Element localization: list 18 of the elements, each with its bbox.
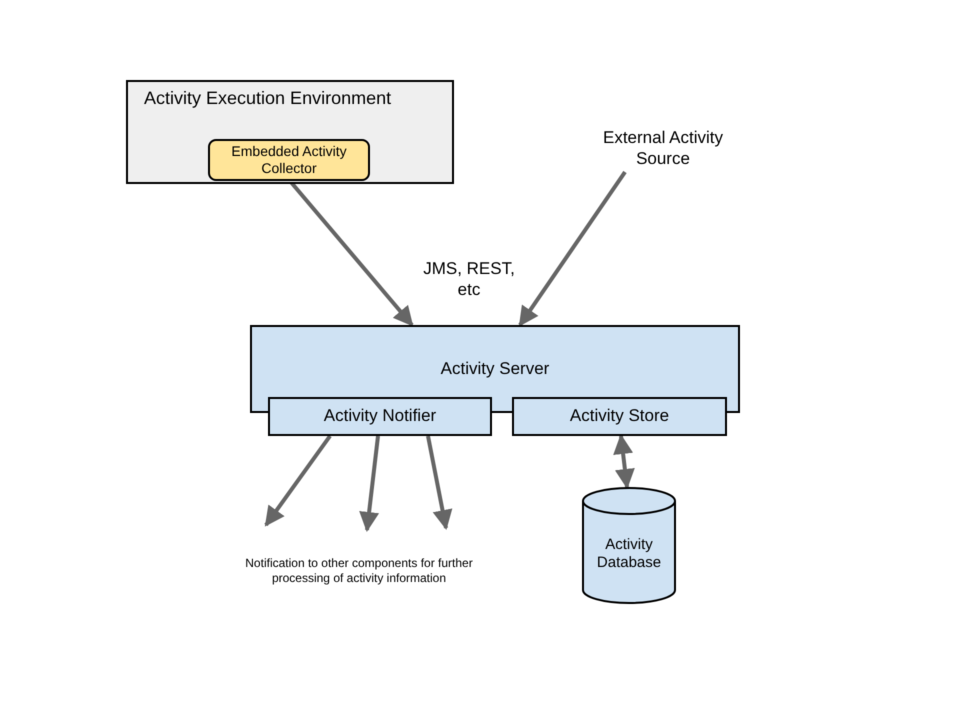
arrow [518, 170, 627, 327]
arrow [426, 436, 452, 530]
box-label: Activity Execution Environment [144, 88, 392, 110]
environment-box [126, 80, 454, 184]
protocol-label: JMS, REST, etc [422, 258, 516, 300]
arrow [264, 434, 332, 527]
note-text: Notification to other components for further processing of activity information [244, 556, 474, 586]
arrow [359, 436, 380, 532]
box-label: Activity Notifier [324, 406, 436, 427]
database-label: Activity Database [596, 536, 662, 572]
source-label: External Activity Source [602, 128, 724, 169]
collector-box [208, 139, 370, 181]
component-box [268, 397, 492, 436]
box-label: Embedded Activity Collector [230, 143, 348, 177]
arrow [613, 434, 635, 489]
component-box [512, 397, 727, 436]
box-label: Activity Store [570, 406, 670, 427]
box-label: Activity Server [440, 359, 550, 380]
